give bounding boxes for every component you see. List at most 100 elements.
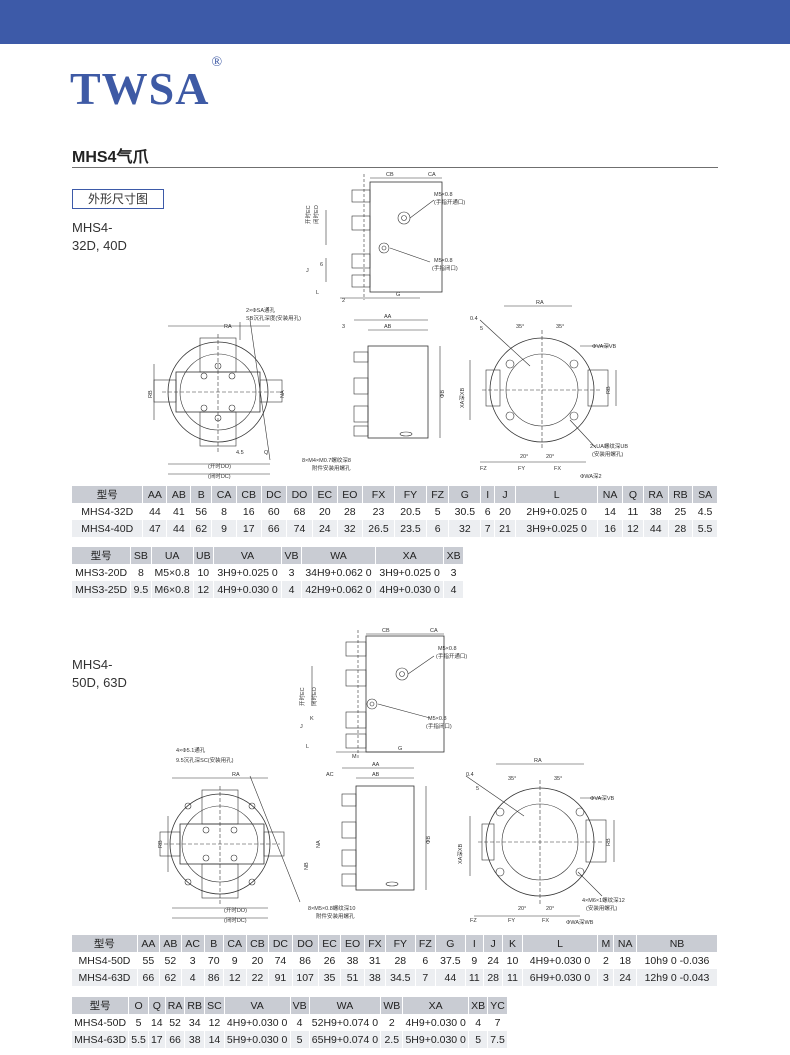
table-cell: 44 xyxy=(142,503,168,520)
table-header-cell: Q xyxy=(622,486,644,503)
table-cell: 3 xyxy=(443,564,464,581)
d2-label-m5-3-note: 附件安装用螺孔 xyxy=(316,912,355,920)
d1-label-ra-left: RA xyxy=(224,324,232,330)
table-cell: 23 xyxy=(362,503,395,520)
d1-label-20a: 20° xyxy=(520,454,528,460)
model-cell: MHS3-25D xyxy=(72,581,132,598)
table-header-cell: AB xyxy=(159,935,182,952)
table-cell: 16 xyxy=(236,503,262,520)
front-view-left-2 xyxy=(159,775,301,919)
table-cell: 91 xyxy=(268,969,293,986)
model-label-2: MHS4- 50D, 63D xyxy=(72,656,127,692)
table-header-cell: DC xyxy=(268,935,293,952)
table-cell: 12 xyxy=(204,1014,225,1031)
d2-label-04: 0.4 xyxy=(466,772,474,778)
table-header-cell: G xyxy=(448,486,482,503)
table-header-cell: XB xyxy=(468,997,489,1014)
d2-label-j: J xyxy=(300,724,303,730)
table-header-cell: XA xyxy=(375,547,445,564)
table-cell: 3H9+0.025 0 xyxy=(375,564,445,581)
d1-label-ca: CA xyxy=(428,172,436,178)
table-cell: 12 xyxy=(223,969,247,986)
d2-label-close-eo: 闭时EO xyxy=(310,686,318,706)
table-header-cell: J xyxy=(494,486,516,503)
table-cell: 12 xyxy=(193,581,215,598)
table-cell: 20 xyxy=(494,503,516,520)
table-header-cell: XB xyxy=(443,547,464,564)
table-cell: 6 xyxy=(426,520,450,537)
model-cell: MHS4-63D xyxy=(72,1031,130,1048)
table-cell: 66 xyxy=(137,969,160,986)
table-cell: 3 xyxy=(281,564,302,581)
table-cell: 74 xyxy=(268,952,293,969)
side-view-middle-2 xyxy=(341,767,427,891)
d2-label-xa: XA深XB xyxy=(456,843,464,864)
table-header-cell: UA xyxy=(151,547,194,564)
d2-label-m5-2-note: (手指闭口) xyxy=(426,722,452,730)
table-cell: 2 xyxy=(380,1014,404,1031)
table-header-cell: EO xyxy=(337,486,364,503)
table-header-cell: I xyxy=(480,486,495,503)
d2-label-5: 5 xyxy=(476,786,479,792)
d2-label-ca: CA xyxy=(430,628,438,634)
table-cell: 4.5 xyxy=(692,503,718,520)
table-cell: 7 xyxy=(415,969,437,986)
table-cell: 17 xyxy=(148,1031,166,1048)
d1-label-q: Q xyxy=(264,450,269,456)
table-cell: 8 xyxy=(130,564,152,581)
table-header-cell: L xyxy=(522,935,599,952)
table-cell: 9 xyxy=(211,520,237,537)
table-cell: 10h9 0 -0.036 xyxy=(636,952,718,969)
table-cell: 14 xyxy=(148,1014,166,1031)
d1-label-04: 0.4 xyxy=(470,316,478,322)
table-cell: 4 xyxy=(281,581,302,598)
brand-logo: TWSA® xyxy=(70,55,223,114)
model-cell: MHS4-32D xyxy=(72,503,144,520)
model-cell: MHS4-63D xyxy=(72,969,138,986)
table-cell: 11 xyxy=(622,503,644,520)
table-header-cell: 型号 xyxy=(72,547,132,564)
d1-label-xa: XA深XB xyxy=(458,387,466,408)
model-label-2-line2: 50D, 63D xyxy=(72,675,127,690)
d1-label-wa: ΦWA深2 xyxy=(580,472,602,480)
table-cell: 17 xyxy=(236,520,262,537)
d2-label-va: ΦVA深VB xyxy=(590,794,614,802)
table-cell: 5H9+0.030 0 xyxy=(402,1031,470,1048)
table-header-cell: RB xyxy=(184,997,206,1014)
table-header-cell: SA xyxy=(692,486,718,503)
d1-label-rb-right: RB xyxy=(606,386,612,394)
table-cell: 107 xyxy=(292,969,319,986)
table-cell: 74 xyxy=(286,520,314,537)
table-cell: 65H9+0.074 0 xyxy=(309,1031,382,1048)
table-cell: 38 xyxy=(340,952,365,969)
d2-label-cb: CB xyxy=(382,628,390,634)
brand-name: TWSA xyxy=(70,63,210,114)
d2-label-rb-right: RB xyxy=(606,838,612,846)
table-cell: 30.5 xyxy=(448,503,482,520)
table-cell: 24 xyxy=(613,969,638,986)
table-header-cell: Q xyxy=(148,997,166,1014)
table-cell: 70 xyxy=(204,952,224,969)
table-cell: M6×0.8 xyxy=(151,581,194,598)
model-cell: MHS4-40D xyxy=(72,520,144,537)
d1-label-m5-1-note: (手指开通口) xyxy=(434,198,465,206)
d1-label-ua-note: (安装用螺孔) xyxy=(592,450,623,458)
table-header-cell: FY xyxy=(394,486,427,503)
d1-label-m4-note: 附件安装用螺孔 xyxy=(312,464,351,472)
table-header-cell: SB xyxy=(130,547,152,564)
table-header-cell: RA xyxy=(643,486,669,503)
table-cell: 6H9+0.030 0 xyxy=(522,969,599,986)
table-header-cell: K xyxy=(502,935,523,952)
table-header-cell: AA xyxy=(142,486,168,503)
table-cell: 5 xyxy=(290,1031,310,1048)
table-cell: 7 xyxy=(487,1014,508,1031)
table-header-cell: WA xyxy=(309,997,382,1014)
table-cell: 20.5 xyxy=(394,503,427,520)
table-cell: 55 xyxy=(137,952,160,969)
table-cell: 4H9+0.030 0 xyxy=(224,1014,291,1031)
table-header-cell: L xyxy=(515,486,599,503)
table-cell: 41 xyxy=(166,503,192,520)
table-cell: 7 xyxy=(480,520,495,537)
